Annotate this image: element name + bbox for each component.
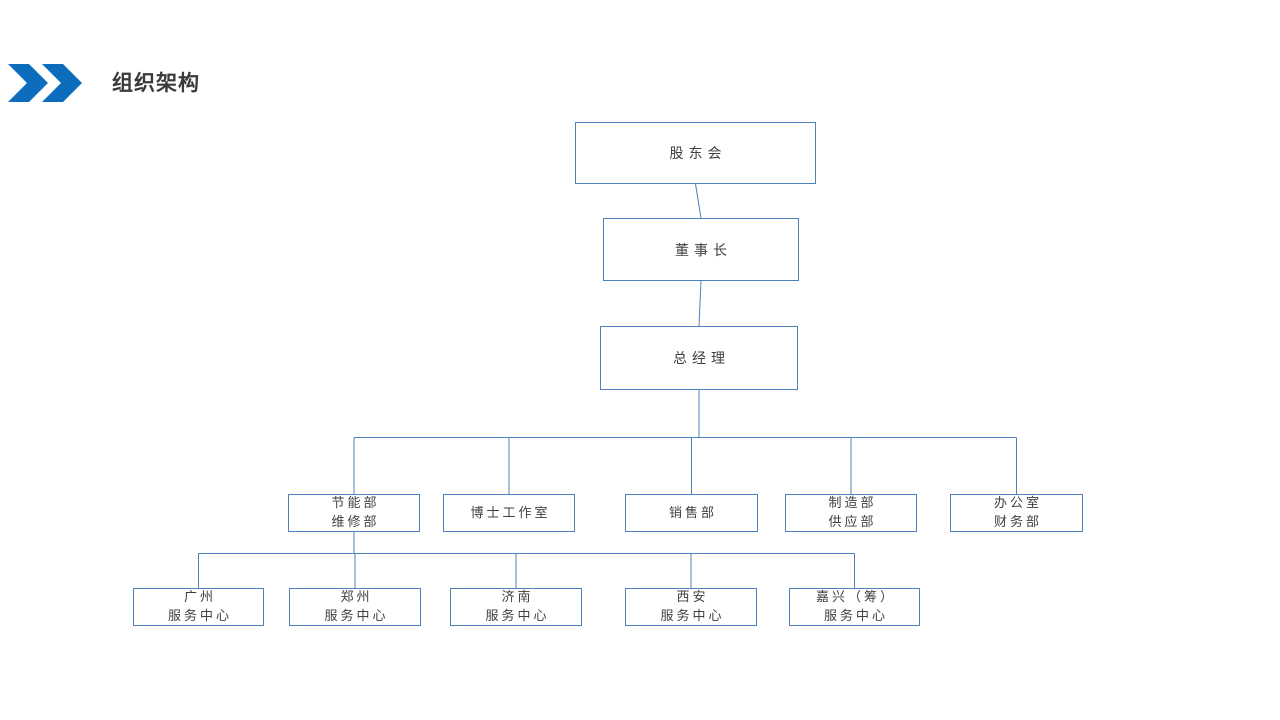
org-node-doctor-studio: 博士工作室 [443, 494, 575, 532]
org-node-label-line: 郑州 [340, 590, 373, 605]
org-node-label-line: 服务中心 [660, 609, 725, 624]
org-node-label-line: 服务中心 [485, 609, 550, 624]
org-node-manufacturing-supply-dept: 制造部 供应部 [785, 494, 917, 532]
chevron-right-icon [8, 64, 48, 102]
org-node-jinan-service-center: 济南 服务中心 [450, 588, 582, 626]
org-node-general-manager: 总经理 [600, 326, 798, 390]
org-node-label-line: 广州 [183, 590, 216, 605]
org-node-label-line: 销售部 [668, 505, 717, 521]
double-chevron-icon [8, 64, 82, 102]
connector-line [695, 183, 702, 219]
chevron-right-icon [42, 64, 82, 102]
org-node-label: 董事长 [675, 242, 732, 259]
org-node-label-line: 节能部 [331, 496, 380, 511]
org-node-shareholders-meeting: 股东会 [575, 122, 816, 184]
org-node-energy-maintenance-dept: 节能部 维修部 [288, 494, 420, 532]
org-node-label-line: 供应部 [828, 515, 877, 530]
org-node-label-line: 济南 [501, 590, 534, 605]
org-node-label-line: 服务中心 [823, 609, 888, 624]
org-node-zhengzhou-service-center: 郑州 服务中心 [289, 588, 421, 626]
connector-line [698, 280, 702, 327]
org-node-label-line: 制造部 [828, 496, 877, 511]
connector-group [198, 183, 1017, 588]
org-node-label-line: 服务中心 [167, 609, 232, 624]
org-node-label-line: 维修部 [331, 515, 380, 530]
org-node-office-finance-dept: 办公室 财务部 [950, 494, 1083, 532]
org-node-label: 股东会 [669, 146, 727, 162]
org-node-xian-service-center: 西安 服务中心 [625, 588, 757, 626]
org-node-label-line: 办公室 [993, 496, 1042, 511]
org-node-label-line: 嘉兴（筹） [815, 590, 896, 605]
org-node-jiaxing-service-center: 嘉兴（筹） 服务中心 [789, 588, 920, 626]
org-node-label-line: 博士工作室 [470, 505, 551, 521]
org-node-chairman: 董事长 [603, 218, 799, 281]
org-node-label: 总经理 [673, 351, 730, 367]
page-title: 组织架构 [112, 71, 200, 95]
org-node-sales-dept: 销售部 [625, 494, 758, 532]
org-node-label-line: 财务部 [993, 515, 1042, 530]
org-node-guangzhou-service-center: 广州 服务中心 [133, 588, 264, 626]
org-node-label-line: 服务中心 [324, 609, 389, 624]
org-node-label-line: 西安 [676, 590, 709, 605]
